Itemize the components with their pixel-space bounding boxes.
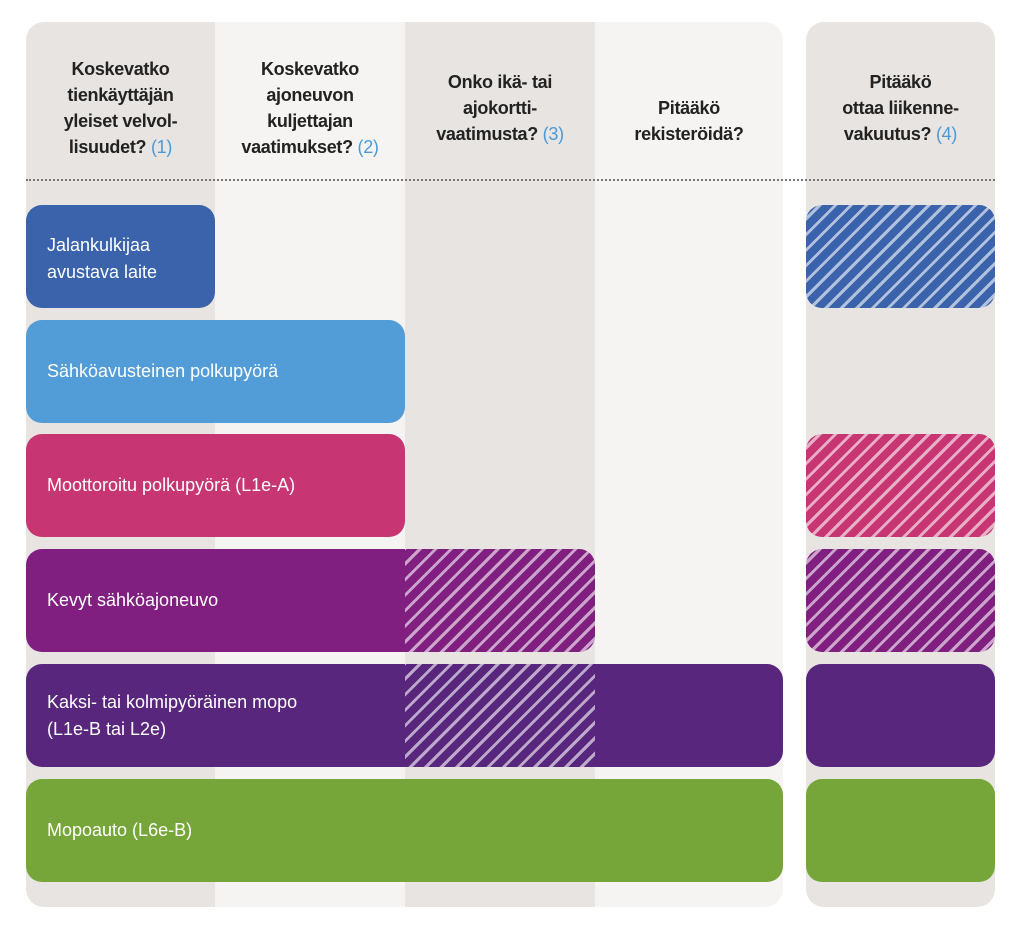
header-text: vaatimukset? <box>241 137 353 157</box>
insurance-moped-bicycle-partial <box>806 434 995 537</box>
header-text: kuljettajan <box>267 111 353 131</box>
hatch-partial <box>405 549 595 652</box>
header-text: Koskevatko <box>260 59 360 79</box>
header-text: ajokortti- <box>462 98 537 118</box>
header-text: tienkäyttäjän <box>67 85 174 105</box>
row-light-electric-vehicle: Kevyt sähköajoneuvo <box>26 549 595 652</box>
header-general-obligations: Koskevatko tienkäyttäjän yleiset velvol-… <box>26 52 215 164</box>
header-registration: Pitääkö rekisteröidä? <box>595 65 783 177</box>
insurance-pedestrian-aid-partial <box>806 205 995 308</box>
header-text: Onko ikä- tai <box>447 72 553 92</box>
row-label: Moottoroitu polkupyörä (L1e-A) <box>47 475 296 495</box>
footnote-ref: (3) <box>542 124 564 144</box>
insurance-microcar <box>806 779 995 882</box>
header-text: Koskevatko <box>71 59 170 79</box>
row-e-bike: Sähköavusteinen polkupyörä <box>26 320 405 423</box>
header-driver-requirements: Koskevatko ajoneuvon kuljettajan vaatimu… <box>215 52 405 164</box>
row-label: Kevyt sähköajoneuvo <box>47 590 219 610</box>
header-text: Pitääkö <box>869 72 932 92</box>
header-text: ottaa liikenne- <box>842 98 959 118</box>
header-text: vaatimusta? <box>436 124 538 144</box>
row-label: Mopoauto (L6e-B) <box>47 820 193 840</box>
header-text: lisuudet? <box>68 137 147 157</box>
row-label: Sähköavusteinen polkupyörä <box>47 361 279 381</box>
row-microcar: Mopoauto (L6e-B) <box>26 779 783 882</box>
insurance-light-electric-partial <box>806 549 995 652</box>
header-age-license: Onko ikä- tai ajokortti- vaatimusta? (3) <box>405 52 595 164</box>
row-label: Kaksi- tai kolmipyöräinen mopo(L1e-B tai… <box>47 691 298 739</box>
header-text: ajoneuvon <box>266 85 354 105</box>
header-text: rekisteröidä? <box>634 124 744 144</box>
footnote-ref: (1) <box>150 137 173 157</box>
footnote-ref: (2) <box>357 137 379 157</box>
insurance-moped <box>806 664 995 767</box>
header-insurance: Pitääkö ottaa liikenne- vakuutus? (4) <box>806 52 995 164</box>
row-moped: Kaksi- tai kolmipyöräinen mopo(L1e-B tai… <box>26 664 783 767</box>
header-divider <box>26 179 995 181</box>
header-text: yleiset velvol- <box>63 111 178 131</box>
hatch-partial <box>405 664 595 767</box>
row-moped-bicycle: Moottoroitu polkupyörä (L1e-A) <box>26 434 405 537</box>
row-pedestrian-aid: Jalankulkijaa <box>26 205 215 308</box>
header-text: vakuutus? <box>843 124 932 144</box>
footnote-ref: (4) <box>935 124 958 144</box>
header-text: Pitääkö <box>658 98 720 118</box>
